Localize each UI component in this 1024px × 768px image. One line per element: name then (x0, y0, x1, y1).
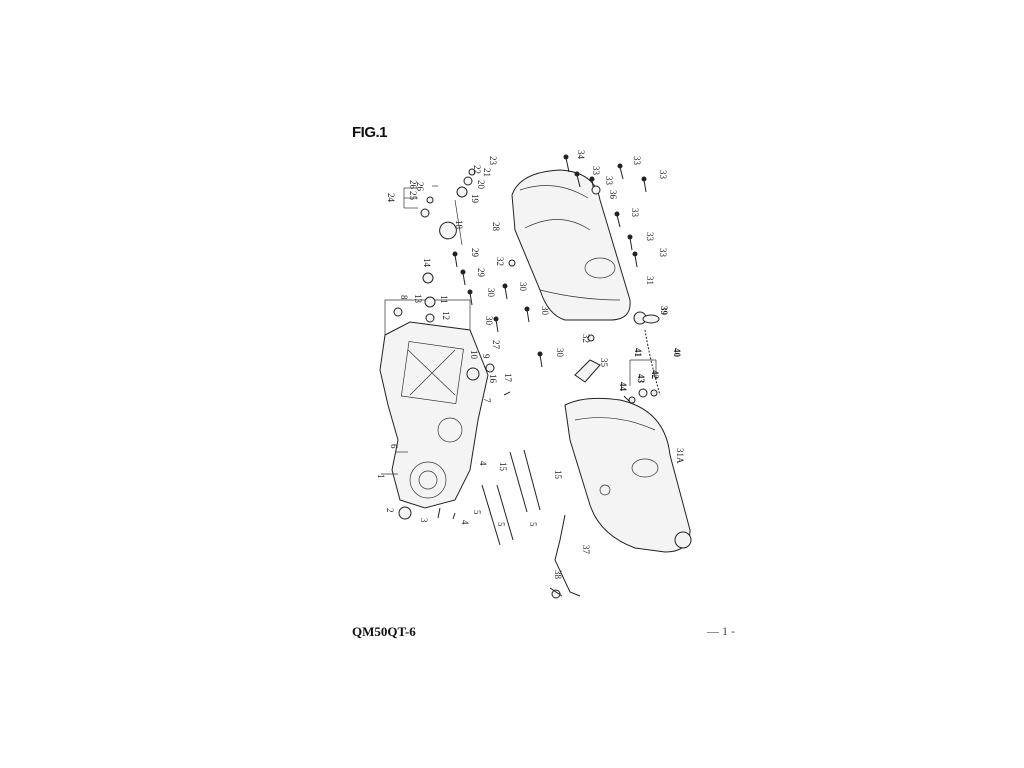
callout-33e: 33 (630, 208, 640, 218)
callout-labels: 1 2 3 4 4 5 5 5 6 7 8 9 10 11 12 13 14 1… (376, 150, 685, 580)
callout-30e: 30 (555, 348, 565, 358)
callout-13: 13 (413, 294, 423, 304)
callout-18: 18 (454, 220, 464, 230)
model-number: QM50QT-6 (352, 624, 416, 639)
callout-21: 21 (482, 168, 492, 177)
callout-9: 9 (481, 354, 491, 359)
callout-27: 27 (491, 340, 501, 350)
callout-30: 30 (486, 288, 496, 298)
callout-31: 31 (645, 276, 655, 285)
callout-38: 38 (553, 570, 563, 580)
callout-36b: 26 (415, 182, 425, 192)
callout-41: 41 (633, 348, 643, 358)
callout-31a: 31A (675, 448, 685, 464)
callout-4: 4 (478, 461, 488, 466)
callout-32: 32 (495, 257, 505, 266)
callout-37: 37 (581, 545, 591, 555)
callout-1: 1 (376, 474, 386, 479)
bolts (452, 154, 647, 368)
callout-30b: 30 (518, 282, 528, 292)
callout-10: 10 (469, 350, 479, 360)
callout-35: 35 (599, 358, 609, 368)
callout-33d: 33 (604, 176, 614, 186)
callout-39: 39 (659, 306, 669, 316)
callout-8: 8 (399, 295, 409, 300)
callout-15: 15 (498, 462, 508, 472)
kick-starter-parts (420, 168, 476, 246)
lever (574, 359, 601, 383)
callout-33b: 33 (658, 170, 668, 180)
callout-22: 22 (472, 165, 482, 174)
callout-33: 33 (632, 156, 642, 166)
callout-17: 17 (503, 373, 513, 383)
small-fasteners (623, 388, 658, 404)
callout-24: 24 (386, 193, 396, 203)
callout-42: 42 (650, 370, 660, 380)
callout-40: 40 (672, 348, 682, 358)
callout-5: 5 (472, 510, 482, 515)
crankcase-cover-top (511, 169, 647, 325)
callout-33f: 33 (645, 232, 655, 242)
callout-5b: 5 (496, 522, 506, 527)
callout-43: 43 (636, 374, 646, 384)
callout-15b: 15 (553, 470, 563, 480)
callout-36: 36 (608, 190, 618, 200)
callout-6: 6 (389, 444, 399, 449)
crankcase-cover-bottom (564, 397, 692, 553)
callout-34: 34 (576, 150, 586, 160)
callout-23: 23 (488, 156, 498, 166)
studs (481, 449, 541, 546)
callout-5c: 5 (528, 522, 538, 527)
page-number: — 1 - (707, 624, 735, 638)
callout-29: 29 (470, 248, 480, 258)
callout-29b: 29 (476, 268, 486, 278)
spring-hose (642, 314, 661, 396)
callout-44: 44 (618, 382, 628, 392)
callout-4b: 4 (460, 520, 470, 525)
callout-30c: 30 (484, 316, 494, 326)
callout-33c: 33 (591, 166, 601, 176)
kick-lever (549, 514, 581, 599)
crankcase-housing (379, 299, 489, 509)
callout-20: 20 (476, 180, 486, 190)
callout-3: 3 (419, 518, 429, 523)
callout-11: 11 (439, 295, 449, 304)
callout-12: 12 (441, 311, 451, 320)
callout-7: 7 (482, 398, 492, 403)
callout-28: 28 (491, 222, 501, 232)
leader-lines (381, 187, 657, 475)
callout-25: 25 (408, 191, 418, 201)
callout-16: 16 (488, 374, 498, 384)
callout-19: 19 (470, 194, 480, 204)
figure-label: FIG.1 (352, 124, 388, 141)
callout-33g: 33 (658, 248, 668, 258)
housing-small-parts (393, 272, 511, 520)
callout-14: 14 (422, 258, 432, 268)
callout-26: 26 (408, 180, 418, 190)
callout-2: 2 (385, 508, 395, 513)
callout-30d: 30 (540, 306, 550, 316)
callout-32b: 32 (581, 334, 591, 343)
